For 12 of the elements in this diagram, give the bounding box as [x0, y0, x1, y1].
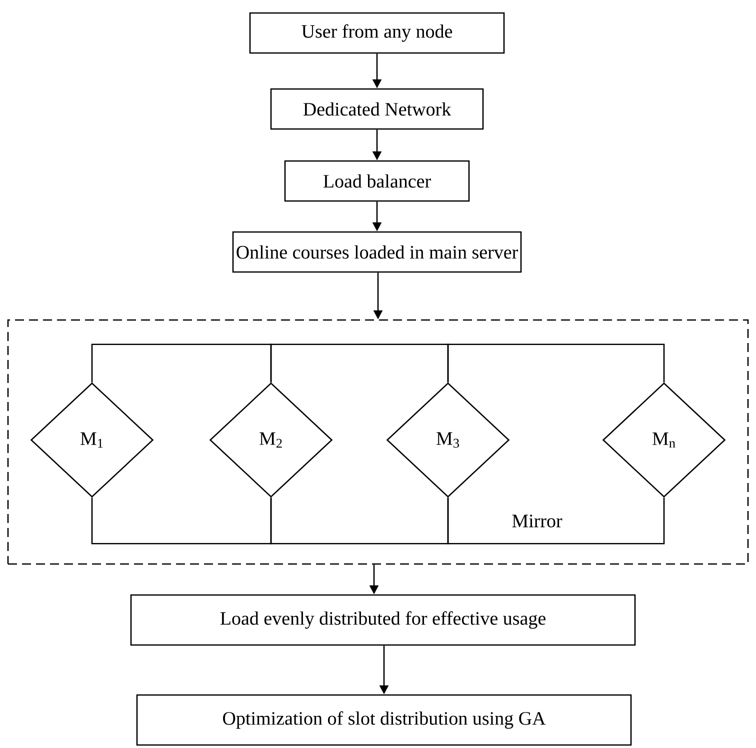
process-box: User from any node: [249, 12, 505, 54]
process-box: Online courses loaded in main server: [232, 231, 522, 273]
connector-line: [270, 344, 449, 382]
process-box: Optimization of slot distribution using GA: [136, 694, 632, 746]
connector-line: [91, 344, 272, 382]
process-box: Load balancer: [284, 160, 470, 202]
connector-line: [447, 344, 665, 382]
connector-line: [91, 498, 272, 544]
process-box: Dedicated Network: [270, 88, 484, 130]
process-box: Load evenly distributed for effective usage: [130, 594, 636, 646]
connector-line: [447, 498, 665, 544]
connector-line: [270, 498, 449, 544]
